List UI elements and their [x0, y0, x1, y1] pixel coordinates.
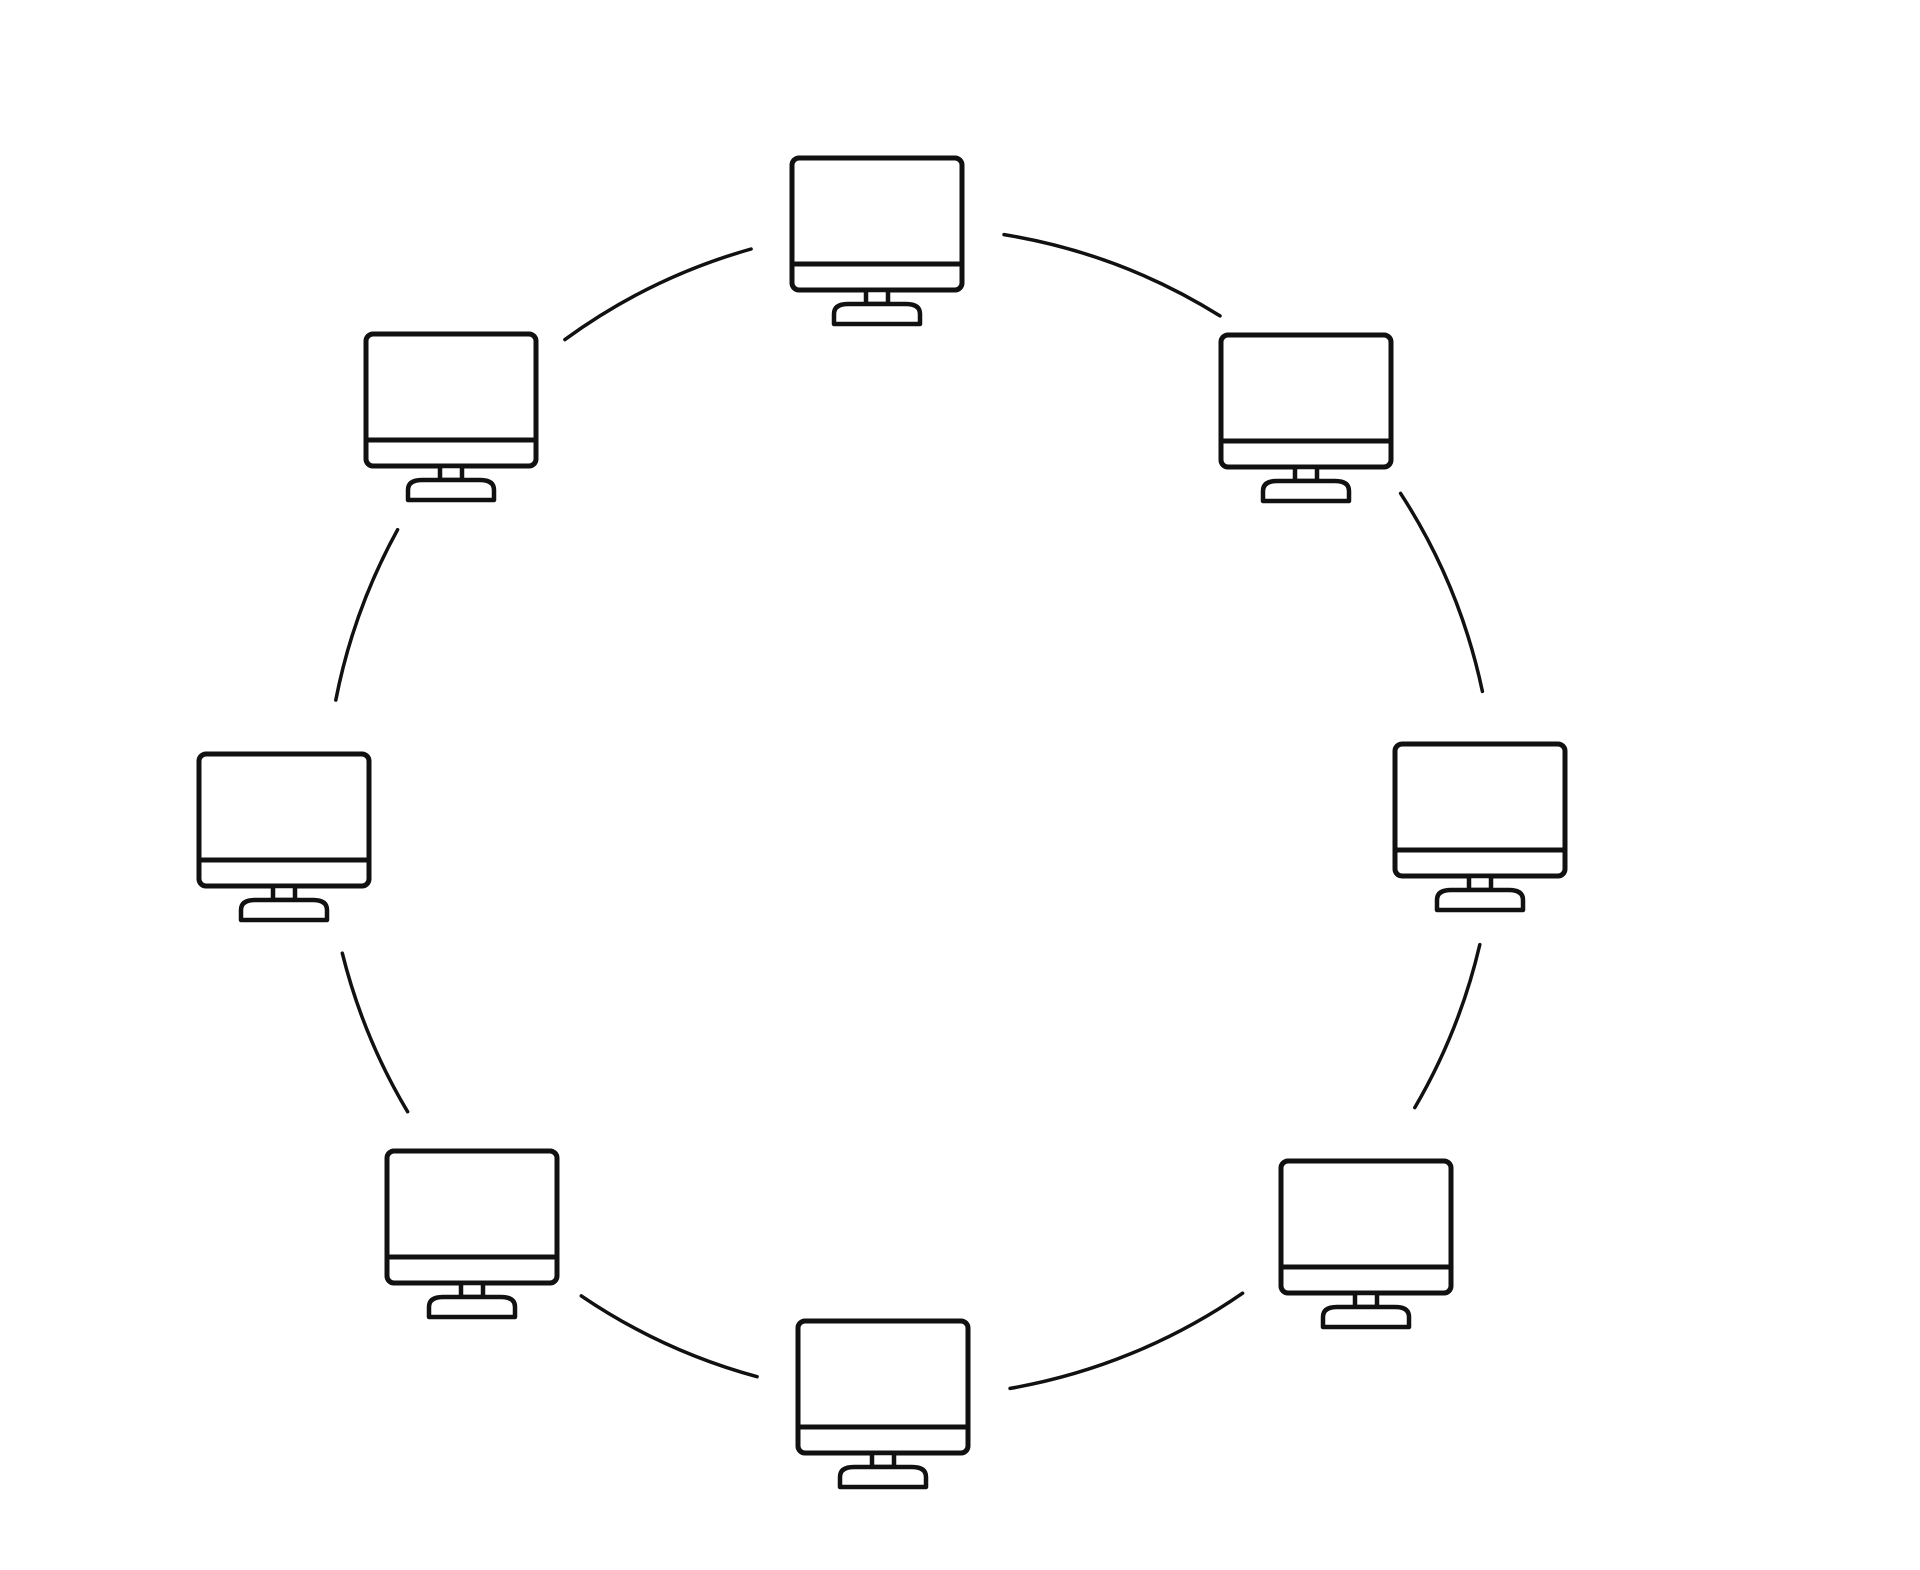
monitor-screen	[196, 751, 372, 889]
monitor-screen	[789, 155, 965, 293]
monitor-base	[405, 477, 497, 503]
monitor-screen	[1392, 741, 1568, 879]
desktop-monitor-icon	[789, 155, 965, 327]
ring-links	[334, 232, 1485, 1391]
monitor-screen	[363, 331, 539, 469]
ring-link	[1398, 491, 1485, 694]
monitor-base	[837, 1464, 929, 1490]
desktop-monitor-icon	[384, 1148, 560, 1320]
desktop-monitor-icon	[196, 751, 372, 923]
desktop-monitor-icon	[795, 1318, 971, 1490]
monitor-screen	[1218, 332, 1394, 470]
ring-link	[1008, 1291, 1245, 1391]
ring-link	[1002, 232, 1222, 318]
desktop-monitor-icon	[1392, 741, 1568, 913]
monitor-screen	[795, 1318, 971, 1456]
ring-link	[1413, 942, 1482, 1110]
monitor-base	[831, 301, 923, 327]
monitor-base	[1260, 478, 1352, 504]
ring-link	[563, 247, 753, 342]
desktop-monitor-icon	[1278, 1158, 1454, 1330]
ring-nodes	[196, 155, 1568, 1490]
monitor-screen	[1278, 1158, 1454, 1296]
monitor-base	[426, 1294, 518, 1320]
monitor-base	[1434, 887, 1526, 913]
ring-link	[579, 1294, 759, 1379]
ring-link	[334, 527, 400, 702]
monitor-screen	[384, 1148, 560, 1286]
desktop-monitor-icon	[1218, 332, 1394, 504]
monitor-base	[238, 897, 330, 923]
monitor-base	[1320, 1304, 1412, 1330]
desktop-monitor-icon	[363, 331, 539, 503]
ring-link	[340, 951, 410, 1114]
